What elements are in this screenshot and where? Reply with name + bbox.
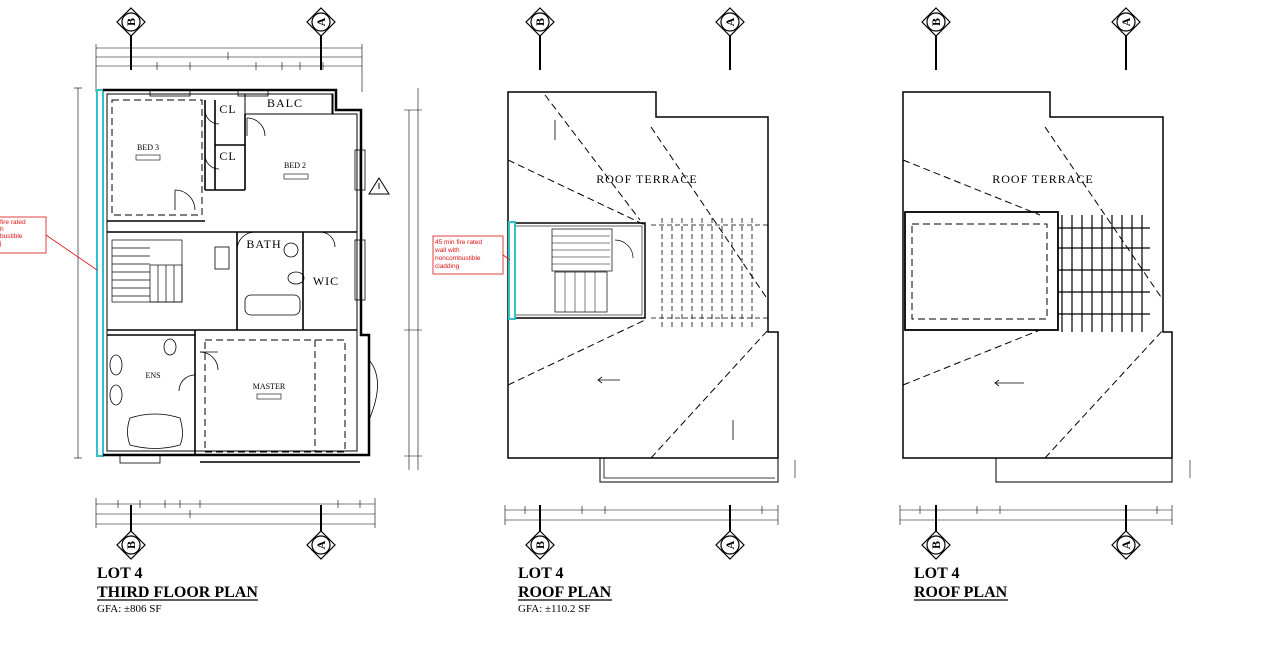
roof-outline [507,91,779,459]
svg-text:B: B [533,541,547,549]
svg-text:B: B [533,18,547,26]
room-label-roof-terrace: ROOF TERRACE [596,172,697,186]
pergola-slats [1058,215,1150,332]
overhead-dashed [111,99,346,453]
windows [119,89,378,464]
plan-gfa: GFA: ±806 SF [97,603,162,615]
room-label-balc: BALC [267,96,303,110]
room-label-bed3: BED 3 [137,143,159,152]
room-tag-bed2 [283,173,309,180]
roof-slope-lines [507,94,769,459]
svg-text:A: A [1119,540,1133,549]
grid-bubble-a-bottom: A [1111,505,1141,560]
plan-title: ROOF PLAN [518,584,612,601]
third-floor-plan: B A B A [0,7,422,615]
room-label-roof-terrace: ROOF TERRACE [992,172,1093,186]
room-label-cl1: CL [219,102,236,116]
dimension-lines-sides [74,87,422,470]
roof-plan-2: B A B A [899,7,1191,601]
grid-bubble-a-top: A [306,7,336,70]
slope-arrows [554,120,734,440]
plan-title: THIRD FLOOR PLAN [97,584,258,601]
fire-rated-note-line-1: 45 min fire rated [435,239,482,246]
fire-rated-note: 45 min fire rated wall with noncombustib… [432,235,511,275]
grid-bubble-a-top: A [1111,7,1141,70]
plan-lot-label: LOT 4 [518,565,564,582]
pergola-slats [651,218,768,330]
room-label-wic: WIC [313,274,339,288]
svg-text:A: A [723,17,737,26]
svg-text:A: A [314,540,328,549]
room-label-master: MASTER [253,382,286,391]
balcony: BALC [244,93,334,115]
fire-rated-note-line-2: wall with [434,247,460,254]
dimension-lines-bottom [95,498,376,528]
plan-title: ROOF PLAN [914,584,1008,601]
svg-text:A: A [1119,17,1133,26]
fire-rated-note: fire rated h bustible j [0,216,98,271]
svg-text:B: B [929,18,943,26]
dimension-lines-top [95,44,363,92]
room-label-bed2: BED 2 [284,161,306,170]
grid-bubble-b-top: B [921,7,951,70]
svg-text:B: B [124,541,138,549]
svg-text:B: B [124,18,138,26]
warning-triangle-icon [368,177,390,195]
fire-rated-note-line-1: fire rated [0,219,26,226]
fire-rated-note-line-4: cladding [435,263,460,270]
roof-plan-1: B A B A [432,7,796,615]
plan-gfa: GFA: ±110.2 SF [518,603,590,615]
grid-bubble-b-top: B [116,7,146,70]
room-label-bath: BATH [246,237,281,251]
roof-penthouse [904,211,1059,331]
fixtures [109,242,305,449]
stairs [111,239,183,303]
fire-rated-note-line-2: h [0,226,4,233]
svg-text:B: B [929,541,943,549]
grid-bubble-b-top: B [525,7,555,70]
doors [174,109,336,392]
svg-text:A: A [723,540,737,549]
grid-bubble-b-bottom: B [525,505,555,560]
grid-bubble-a-bottom: A [306,505,336,560]
interior-walls [107,100,360,463]
plan-lot-label: LOT 4 [914,565,960,582]
plan-lot-label: LOT 4 [97,565,143,582]
svg-text:A: A [314,17,328,26]
fire-rated-note-line-4: j [0,240,1,247]
grid-bubble-a-top: A [715,7,745,70]
fire-rated-note-line-3: noncombustible [435,255,481,262]
room-label-cl2: CL [219,149,236,163]
dimension-lines-bottom [504,460,796,525]
roof-access-core [508,221,646,320]
room-tag-bed3 [135,154,161,161]
slope-arrows [994,379,1024,387]
roof-outline [902,91,1173,459]
roof-slope-lines [902,126,1164,459]
room-tag-master [256,393,282,400]
fire-rated-note-line-3: bustible [0,233,23,240]
grid-bubble-a-bottom: A [715,505,745,560]
dimension-lines-bottom [899,460,1191,525]
grid-bubble-b-bottom: B [921,505,951,560]
grid-bubble-b-bottom: B [116,505,146,560]
room-label-ens: ENS [145,371,160,380]
